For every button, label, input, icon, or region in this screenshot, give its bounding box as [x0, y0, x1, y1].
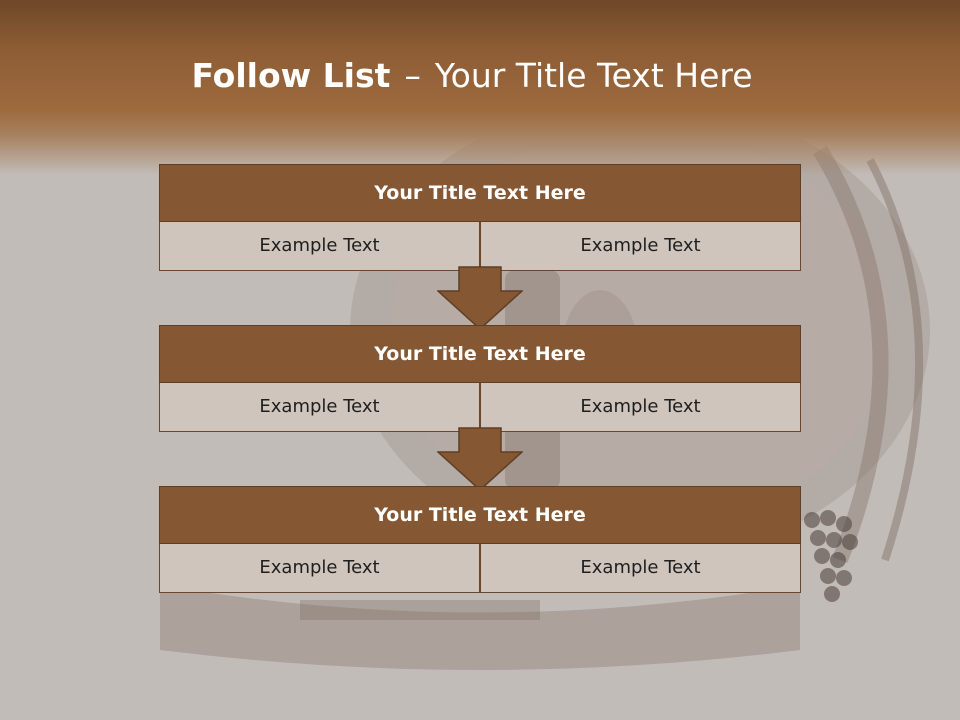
down-arrow-icon	[437, 427, 523, 491]
block-cell-right: Example Text	[480, 544, 801, 593]
block-cell-left: Example Text	[159, 544, 480, 593]
title-separator: –	[404, 56, 421, 95]
title-rest: Your Title Text Here	[434, 56, 753, 95]
block-title: Your Title Text Here	[159, 164, 801, 222]
title-strong: Follow List	[191, 56, 391, 95]
block-cell-left: Example Text	[159, 222, 480, 271]
block-row: Example Text Example Text	[159, 222, 801, 271]
block-row: Example Text Example Text	[159, 383, 801, 432]
list-block-3: Your Title Text Here Example Text Exampl…	[159, 486, 801, 593]
block-cell-left: Example Text	[159, 383, 480, 432]
block-title: Your Title Text Here	[159, 325, 801, 383]
down-arrow-icon	[437, 266, 523, 330]
header-band	[0, 0, 960, 175]
block-cell-right: Example Text	[480, 383, 801, 432]
slide-title: Follow List–Your Title Text Here	[0, 54, 944, 98]
block-row: Example Text Example Text	[159, 544, 801, 593]
block-title: Your Title Text Here	[159, 486, 801, 544]
list-block-1: Your Title Text Here Example Text Exampl…	[159, 164, 801, 271]
block-cell-right: Example Text	[480, 222, 801, 271]
list-block-2: Your Title Text Here Example Text Exampl…	[159, 325, 801, 432]
